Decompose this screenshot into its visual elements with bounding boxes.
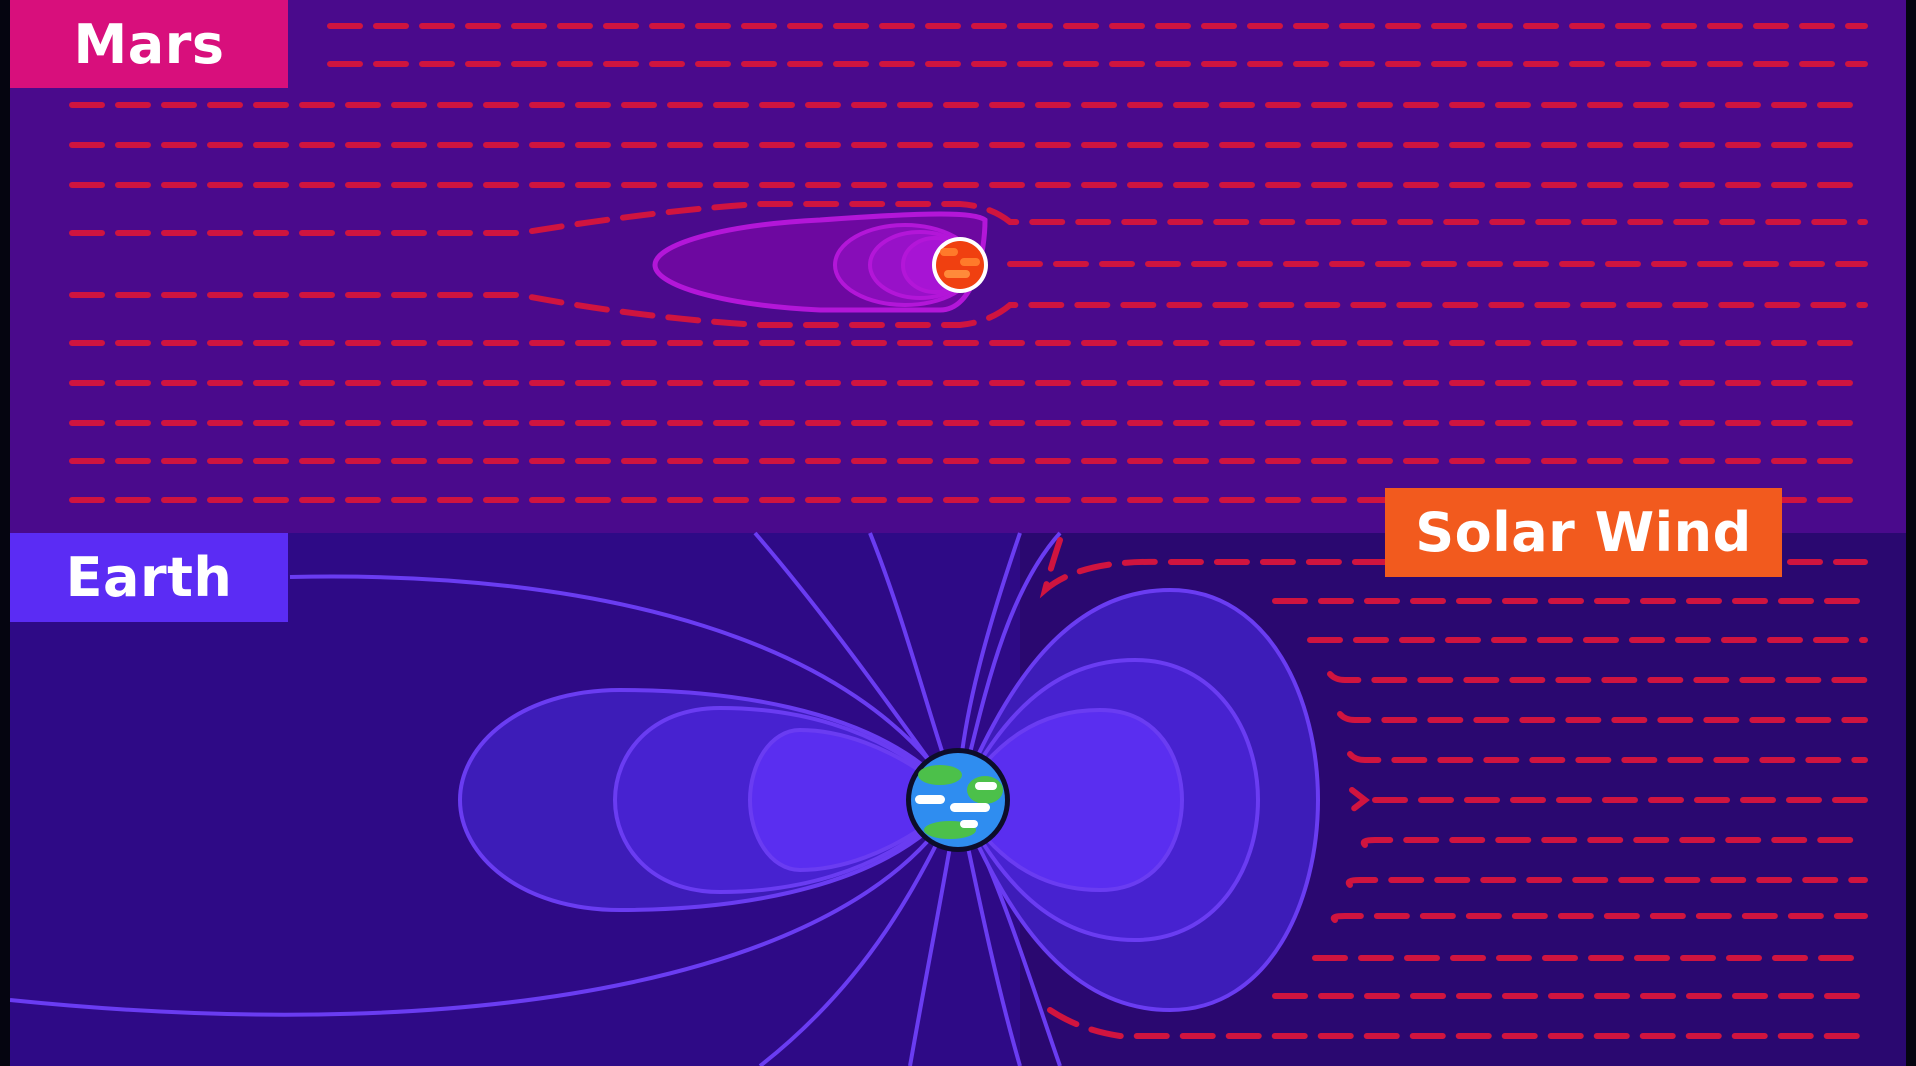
wind-line [1039,537,1388,599]
earth-dayside-lobes [955,587,1321,1013]
wind-line [1345,877,1868,888]
wind-line [69,292,1868,328]
earth-magnetotail-lobes [457,687,962,913]
wind-line [1330,913,1868,923]
wind-line [1347,751,1868,763]
earth-lobe-inner [747,727,962,873]
mars-solar-wind-lines [69,23,1868,503]
solar-wind-label: Solar Wind [1415,501,1752,564]
wind-line [1337,711,1868,723]
left-letterbox-edge [0,0,10,1066]
mars-planet-icon [932,237,988,293]
field-line [289,574,960,802]
earth-label: Earth [65,546,233,609]
wind-line [1360,837,1868,848]
earth-planet-icon [906,748,1010,852]
wind-line [69,201,1868,236]
right-letterbox-edge [1906,0,1916,1066]
field-line [9,798,960,1017]
mars-label: Mars [73,12,225,76]
earth-day-inner [955,707,1185,893]
wind-line [1047,1007,1868,1039]
wind-line [1349,787,1868,813]
wind-line [1327,671,1868,683]
earth-label-box: Earth [10,533,288,622]
mars-label-box: Mars [10,0,288,88]
solar-wind-label-box: Solar Wind [1385,488,1782,577]
earth-solar-wind-lines [1039,537,1868,1039]
